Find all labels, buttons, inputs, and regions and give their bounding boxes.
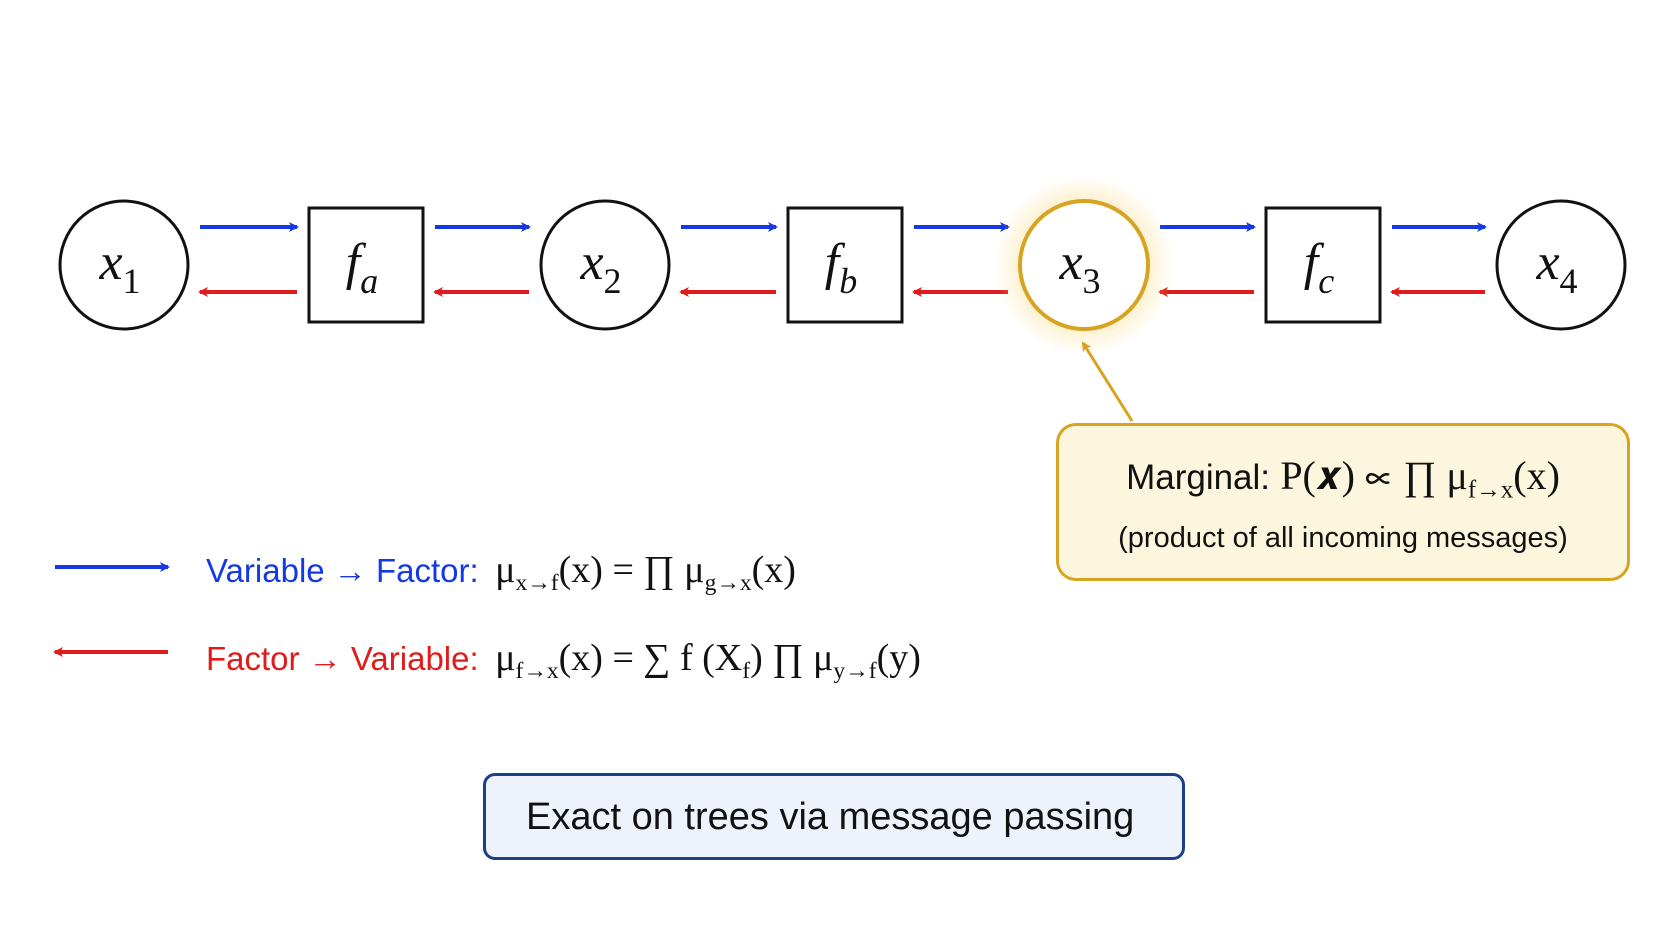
node-label: x2 xyxy=(579,234,621,301)
node-label-sub: 1 xyxy=(123,261,141,301)
variable-node-x4: x4 xyxy=(1495,199,1627,331)
legend-backward-label: Factor → Variable: xyxy=(206,640,479,677)
summary-text: Exact on trees via message passing xyxy=(526,796,1135,838)
node-label-sub: c xyxy=(1318,261,1334,301)
fwd-f1: μ xyxy=(495,549,516,591)
variable-node-x1: x1 xyxy=(58,199,190,331)
factor-square xyxy=(786,206,904,324)
bwd-f2: (x) = ∑ f (X xyxy=(558,637,743,679)
node-label-sub: a xyxy=(360,261,378,301)
marginal-pointer-arrow xyxy=(1081,341,1134,422)
factor-square xyxy=(1264,206,1382,324)
node-label-sub: 2 xyxy=(604,261,622,301)
marginal-formula: P(𝒙) ∝ ∏ μf→x(x) xyxy=(1280,453,1560,503)
bwd-f1-sub: f→x xyxy=(515,658,559,685)
node-label-sub: 4 xyxy=(1560,261,1578,301)
fwd-f3: (x) xyxy=(751,549,796,591)
legend-variable-to-factor: Variable → Factor: μx→f(x) = ∏ μg→x(x) xyxy=(206,548,796,595)
node-label: x1 xyxy=(98,234,140,301)
variable-circle xyxy=(58,199,190,331)
fwd-f2-sub: g→x xyxy=(704,570,752,597)
summary-box: Exact on trees via message passing xyxy=(483,773,1185,860)
node-label-sub: b xyxy=(839,261,857,301)
legend-forward-formula: μx→f(x) = ∏ μg→x(x) xyxy=(495,549,796,595)
variable-circle xyxy=(1495,199,1627,331)
marginal-label: Marginal: xyxy=(1126,458,1271,497)
marginal-formula-tail: (x) xyxy=(1513,453,1560,498)
bwd-f4: (y) xyxy=(876,637,921,679)
marginal-formula-main: P(𝒙) ∝ ∏ μ xyxy=(1280,453,1468,498)
node-label: x4 xyxy=(1535,234,1577,301)
bwd-f1: μ xyxy=(495,637,516,679)
factor-node-fb: fb xyxy=(786,206,904,324)
factor-node-fa: fa xyxy=(307,206,425,324)
node-label-base: x xyxy=(98,234,122,291)
marginal-formula-line: Marginal: P(𝒙) ∝ ∏ μf→x(x) xyxy=(1059,452,1627,503)
variable-node-x3: x3 xyxy=(994,175,1174,355)
bwd-f3-sub: y→f xyxy=(833,658,877,685)
variable-circle xyxy=(1018,199,1150,331)
factor-node-fc: fc xyxy=(1264,206,1382,324)
legend-factor-to-variable: Factor → Variable: μf→x(x) = ∑ f (Xf) ∏ … xyxy=(206,636,921,683)
node-label-base: x xyxy=(1535,234,1559,291)
variable-circle xyxy=(539,199,671,331)
legend-backward-formula: μf→x(x) = ∑ f (Xf) ∏ μy→f(y) xyxy=(495,637,921,683)
legend-forward-label: Variable → Factor: xyxy=(206,552,479,589)
factor-square xyxy=(307,206,425,324)
marginal-note: (product of all incoming messages) xyxy=(1118,522,1568,554)
node-label: x3 xyxy=(1058,234,1100,301)
fwd-f1-sub: x→f xyxy=(515,570,559,597)
bwd-f2-sub: f xyxy=(742,658,751,685)
marginal-formula-sub: f→x xyxy=(1467,476,1514,504)
node-label-base: x xyxy=(1058,234,1082,291)
fwd-f2: (x) = ∏ μ xyxy=(558,549,705,591)
node-label-base: x xyxy=(579,234,603,291)
variable-node-x2: x2 xyxy=(539,199,671,331)
marginal-callout: Marginal: P(𝒙) ∝ ∏ μf→x(x) (product of a… xyxy=(1056,423,1630,581)
bwd-f3: ) ∏ μ xyxy=(750,637,834,679)
node-label-sub: 3 xyxy=(1083,261,1101,301)
